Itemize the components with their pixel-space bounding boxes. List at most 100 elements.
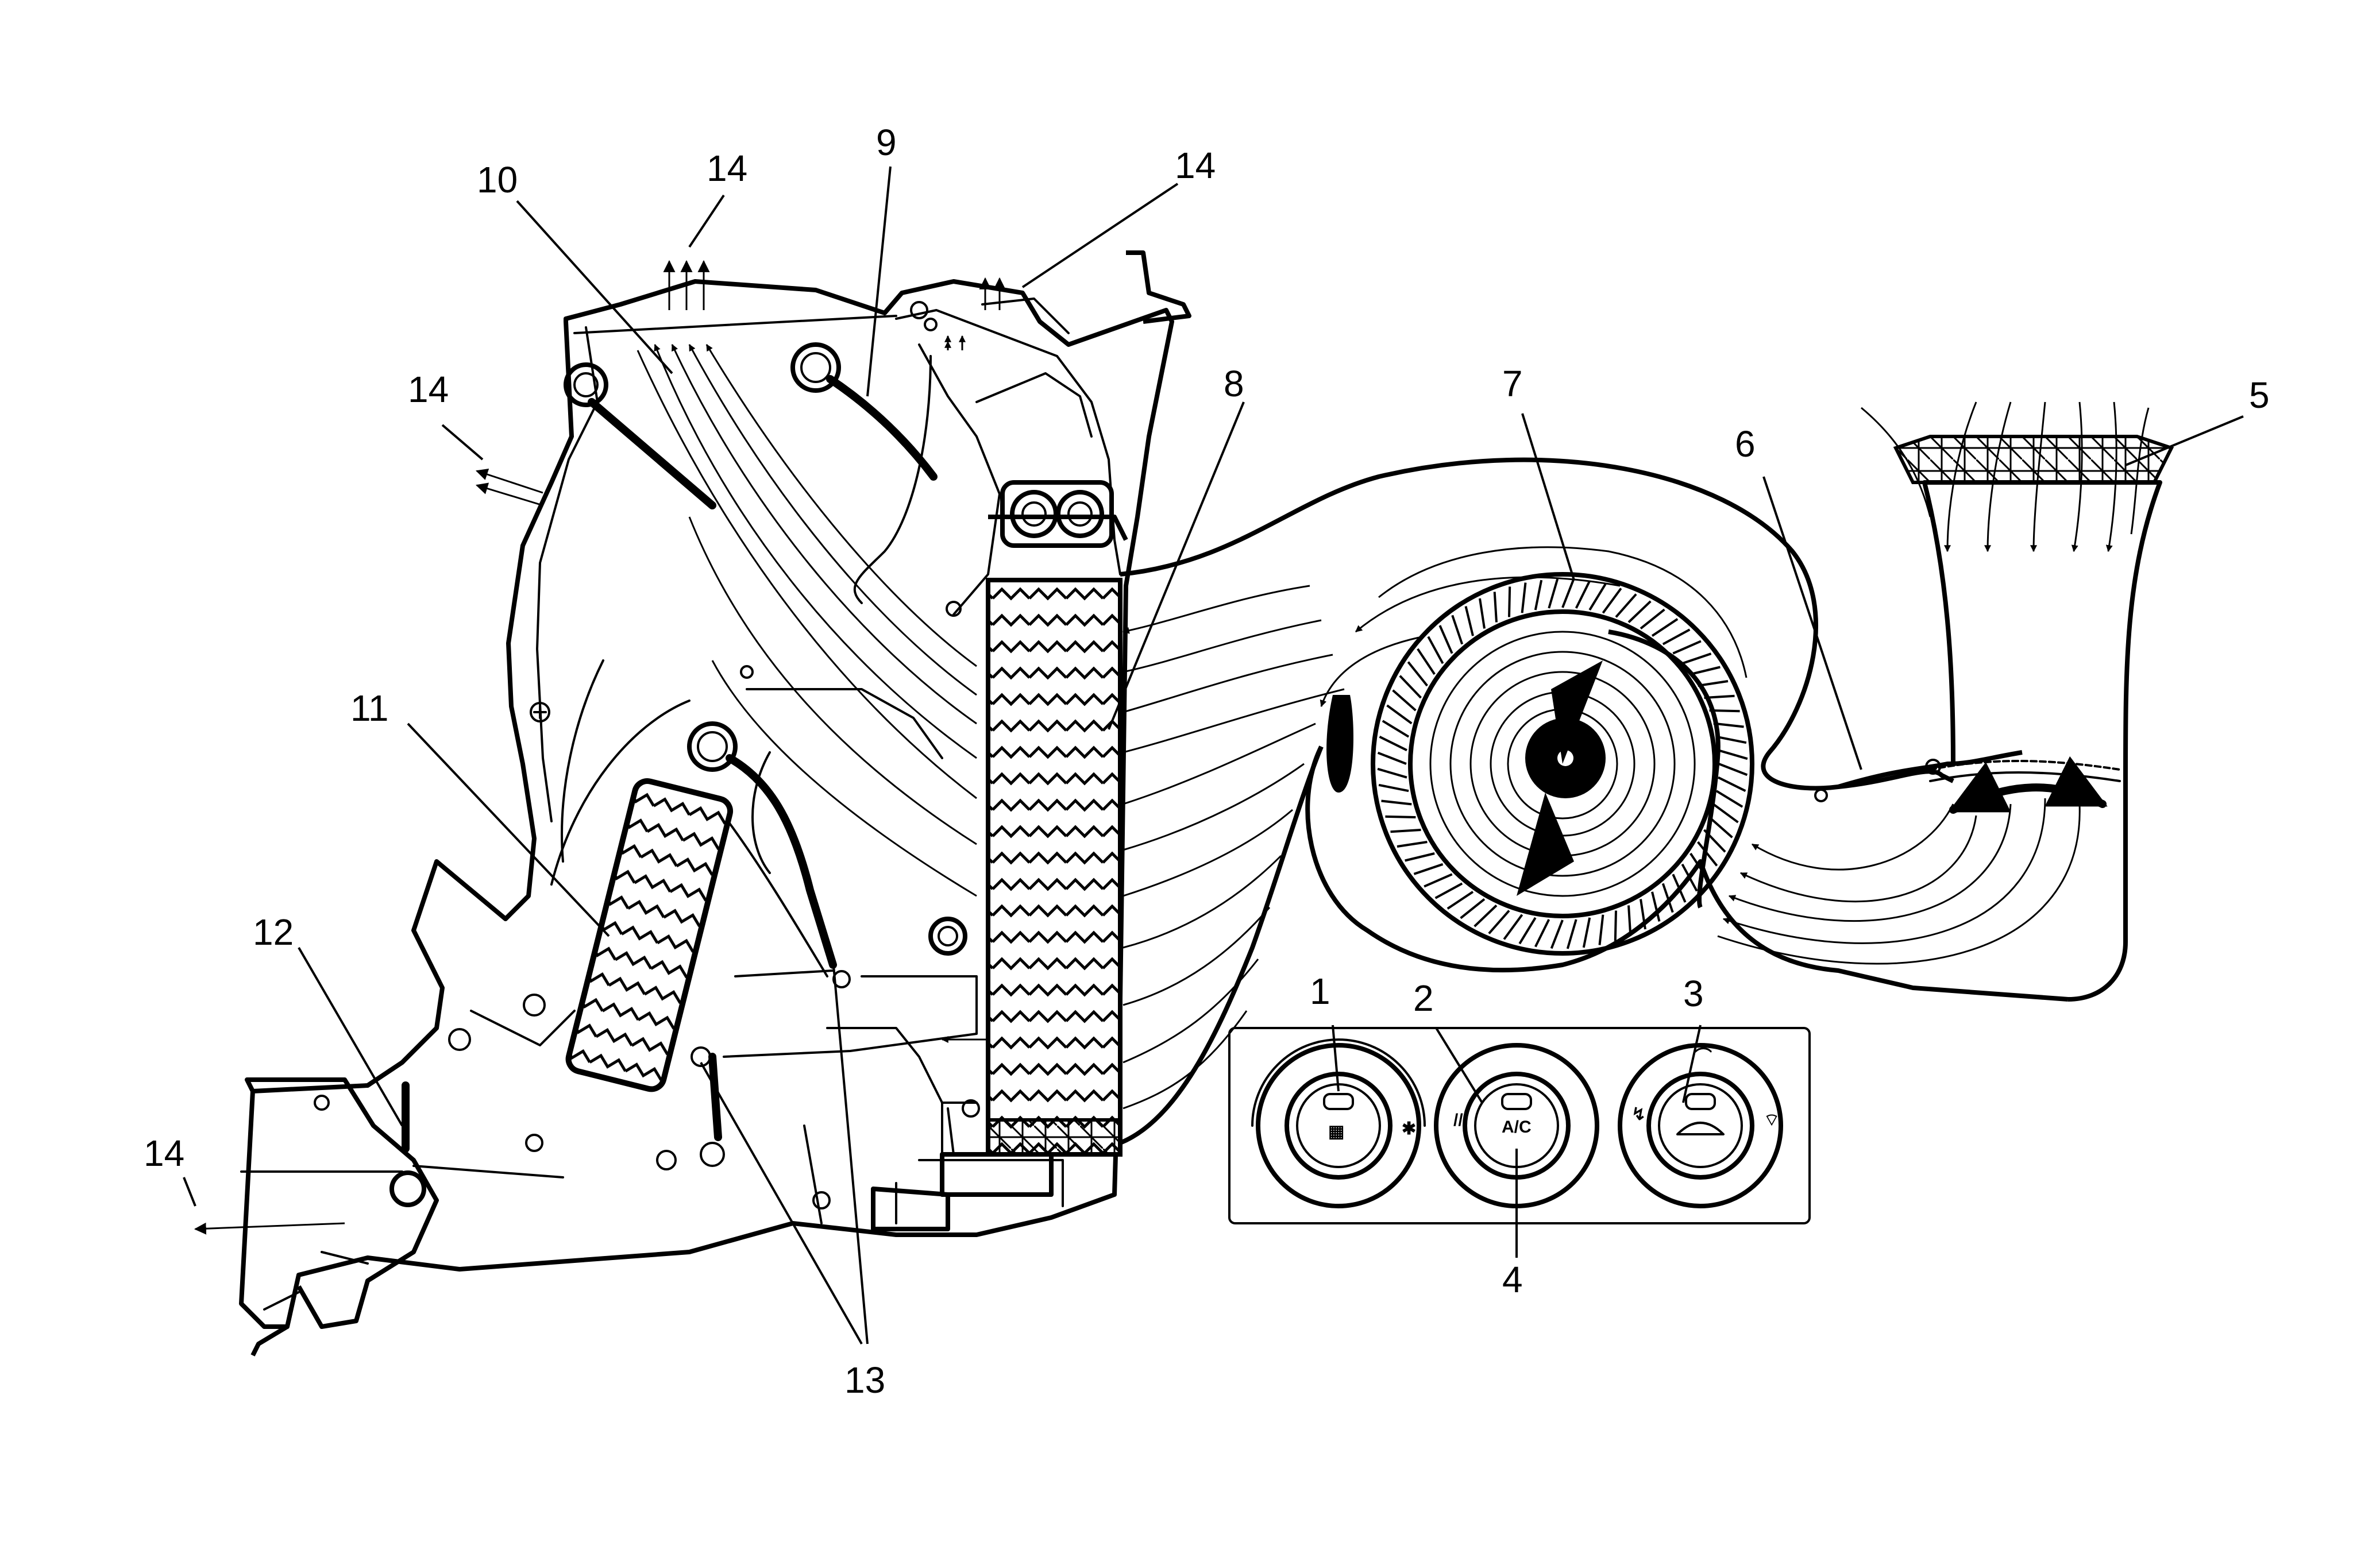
blower-vane (1488, 910, 1510, 934)
callout-7: 7 (1502, 363, 1523, 404)
callout-labels: 1 2 3 4 5 6 7 8 9 10 11 12 13 14 14 14 1… (144, 122, 2270, 1401)
rear-defrost-icon: ▦ (1328, 1122, 1344, 1141)
blower-vane (1424, 873, 1453, 888)
blower-wheel (1371, 572, 1754, 956)
blower-vane (1417, 648, 1436, 675)
blower-vane (1503, 914, 1523, 940)
callout-4: 4 (1502, 1259, 1523, 1300)
blower-vane (1651, 891, 1661, 922)
callout-14-bottom: 14 (144, 1133, 184, 1174)
blower-vane (1715, 790, 1743, 808)
blower-vane (1698, 680, 1729, 687)
blower-vane (1397, 841, 1428, 848)
blower-vane (1550, 919, 1564, 949)
callout-1: 1 (1310, 971, 1330, 1012)
callout-5: 5 (2249, 374, 2270, 416)
blower-vane (1427, 636, 1444, 664)
blower-vane (1405, 852, 1435, 862)
blower-vane (1479, 598, 1486, 629)
blower-vane (1399, 675, 1422, 699)
blower-vane (1377, 767, 1407, 779)
blower-vane (1566, 919, 1577, 949)
blower-vane (1704, 694, 1735, 699)
blower-vane (1718, 749, 1748, 760)
blower-vane (1614, 910, 1617, 941)
windshield-defrost-icon: ⌔ (1764, 1111, 1780, 1130)
vent-mode-icon: ⌒ (1695, 1048, 1712, 1066)
blower-vane (1718, 763, 1748, 776)
blower-vane (1518, 917, 1537, 945)
callout-13: 13 (844, 1359, 885, 1401)
airflow-lines-housing (637, 335, 988, 1043)
blower-vane (1709, 709, 1740, 713)
blower-vane (1681, 652, 1712, 665)
blower-vane (1378, 783, 1409, 793)
blower-vane (1690, 666, 1721, 675)
blower-vane (1379, 736, 1407, 752)
housing-lower-box (871, 1152, 1054, 1231)
blower-vane (1712, 803, 1739, 824)
blower-vane (1451, 615, 1464, 645)
callout-6: 6 (1735, 423, 1756, 465)
heater-core (565, 778, 734, 1092)
mode-doors (564, 342, 967, 988)
blower-vane (1672, 640, 1702, 655)
blower-vane (1382, 720, 1410, 738)
callout-10: 10 (477, 159, 518, 200)
blower-vane (1377, 751, 1407, 765)
control-panel: ▦ ✱ A/C // ↯ ⌒ ⌔ (1228, 1027, 1811, 1224)
blower-vane (1561, 578, 1575, 608)
callout-12: 12 (253, 911, 294, 953)
callout-3: 3 (1683, 973, 1704, 1014)
floor-duct (240, 1077, 564, 1357)
fasteners (314, 301, 980, 1210)
blower-vane (1582, 917, 1591, 948)
blower-vane (1381, 799, 1412, 806)
blower-vane (1413, 863, 1444, 875)
blower-vane (1662, 628, 1691, 646)
blower-vane (1588, 583, 1607, 611)
blower-vane (1681, 863, 1698, 892)
blower-vane (1386, 704, 1413, 725)
blower-vane (1718, 776, 1746, 792)
blower-vane (1689, 852, 1708, 880)
evaporator-core (986, 578, 1123, 1157)
vent-outlet-arrows (194, 260, 1006, 1235)
blower-vane (1438, 625, 1453, 654)
blower-vane (1508, 586, 1511, 617)
blower-vane (1392, 689, 1417, 712)
blower-vane (1627, 905, 1632, 936)
leader-lines (183, 166, 2244, 1344)
blower-vane (1627, 600, 1652, 623)
blower-speed-knob[interactable]: ▦ ✱ (1251, 1038, 1426, 1208)
blower-vane (1640, 608, 1665, 629)
blower-vane (1708, 816, 1733, 838)
ac-button-label[interactable]: A/C (1502, 1118, 1532, 1137)
callout-2: 2 (1413, 977, 1434, 1019)
blower-vane (1464, 606, 1474, 636)
blower-vane (1651, 618, 1679, 637)
fan-icon: ✱ (1402, 1119, 1416, 1138)
mounting-bracket (988, 250, 1191, 548)
blower-vane (1598, 914, 1604, 945)
blower-vane (1534, 919, 1550, 948)
blower-vane (1534, 579, 1543, 610)
blower-vane (1602, 588, 1622, 614)
blower-vane (1493, 592, 1498, 623)
callout-8: 8 (1224, 363, 1244, 404)
callout-9: 9 (876, 122, 897, 163)
mode-selector-knob[interactable]: ↯ ⌒ ⌔ (1618, 1043, 1783, 1208)
blower-vane (1640, 899, 1646, 930)
airflow-lines-blower (1122, 546, 1748, 1110)
blower-vane (1575, 580, 1591, 609)
blower-vane (1460, 898, 1486, 919)
callout-11: 11 (350, 687, 388, 729)
callout-14-top-left: 14 (707, 148, 747, 189)
blower-vane (1390, 829, 1421, 833)
floor-mode-icon: ↯ (1631, 1105, 1646, 1124)
blower-vane (1697, 841, 1718, 867)
blower-vane (1446, 891, 1474, 910)
blower-vane (1521, 582, 1527, 613)
blower-vane (1716, 735, 1747, 744)
